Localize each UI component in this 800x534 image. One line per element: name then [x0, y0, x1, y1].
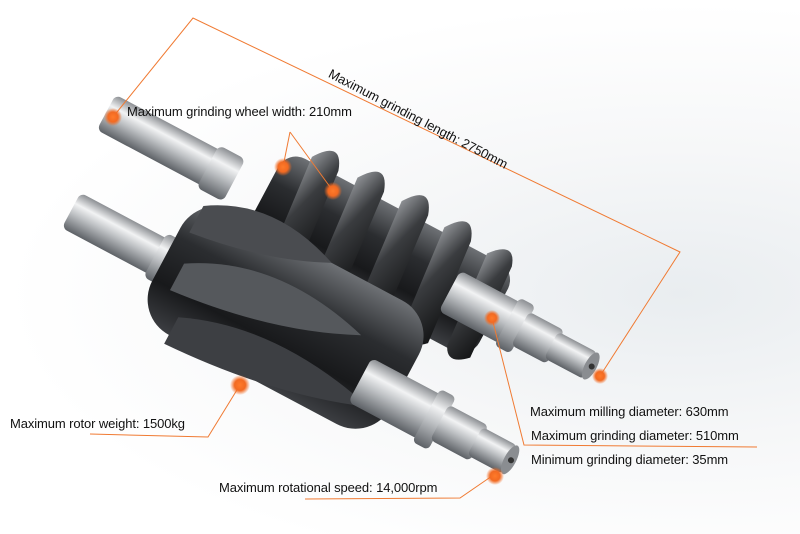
dot-rotor-weight	[230, 375, 250, 395]
dot-wheel-width	[104, 108, 122, 126]
dot-lobe-b	[324, 182, 342, 200]
rotor-weight-label: Maximum rotor weight: 1500kg	[10, 416, 185, 431]
dot-lobe-a	[274, 158, 292, 176]
wheel-width-line-b	[289, 131, 334, 192]
callout-lines	[89, 17, 758, 500]
rotor-weight-line	[89, 384, 241, 438]
rotational-speed-label: Maximum rotational speed: 14,000rpm	[219, 480, 438, 495]
dot-speed	[486, 467, 504, 485]
dot-shaft-end	[592, 368, 608, 384]
milling-diameter-label: Maximum milling diameter: 630mm	[530, 404, 729, 419]
rotational-speed-line	[304, 475, 493, 500]
grinding-length-line	[112, 17, 681, 377]
min-grinding-diameter-label: Minimum grinding diameter: 35mm	[531, 452, 729, 467]
upper-rotor-right-shaft	[440, 272, 600, 380]
lower-rotor-right-shaft	[350, 360, 520, 475]
dot-upper-shaft	[484, 310, 500, 326]
max-grinding-diameter-label: Maximum grinding diameter: 510mm	[531, 428, 739, 443]
wheel-width-label: Maximum grinding wheel width: 210mm	[127, 104, 352, 119]
upper-rotor-left-shaft	[98, 96, 244, 200]
grinding-diameter-line	[491, 317, 758, 448]
callout-dots	[104, 108, 608, 485]
lower-rotor-body	[147, 205, 424, 429]
